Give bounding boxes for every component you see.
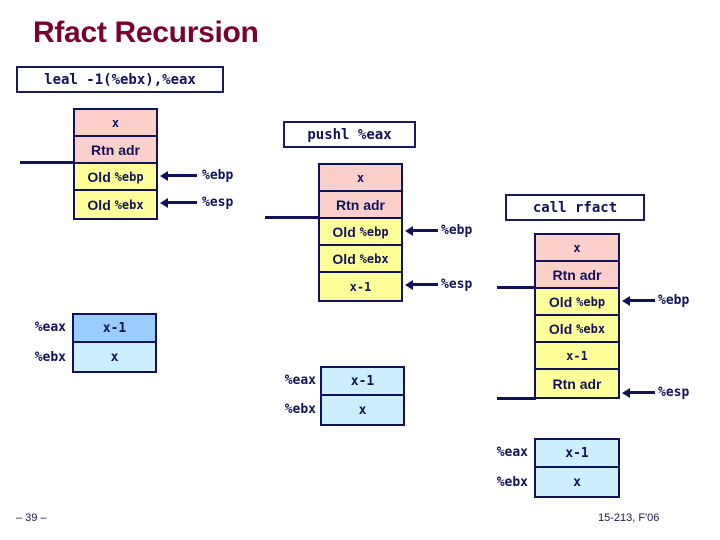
stack-2: x Rtn adr Old %ebp Old %ebx x-1 [318,163,403,302]
registers-1-label-ebx: %ebx [34,350,66,365]
stack-3: x Rtn adr Old %ebp Old %ebx x-1 Rtn adr [534,233,620,399]
registers-3-label-eax: %eax [496,445,528,460]
stack-2-ebp-arrowline [412,229,438,232]
registers-1-value-eax: x-1 [74,315,155,343]
stack-3-ebp-arrowhead [622,296,630,306]
stack-2-cell-2-label: Old [332,223,360,240]
stack-2-cell-2: Old %ebp [320,219,401,246]
registers-3-value-ebx: x [536,468,618,496]
stack-3-cell-3-reg: %ebx [576,321,606,336]
footer-course-id: 15-213, F'06 [598,512,660,524]
stack-2-esp-arrowhead [405,280,413,290]
stack-1-cell-1: Rtn adr [75,137,156,164]
stack-3-base-line-bottom [497,397,536,400]
stack-3-cell-5: Rtn adr [536,370,618,397]
stack-3-cell-3-label: Old [548,320,577,337]
stack-2-cell-2-reg: %ebp [359,224,389,239]
stack-2-cell-3-reg: %ebx [359,251,389,266]
registers-1-value-ebx: x [74,343,155,371]
registers-3: x-1 x [534,438,620,498]
code-text-call: call rfact [532,199,618,216]
stack-3-ebp-arrowline [629,299,655,302]
stack-1-base-line [20,161,75,164]
stack-3-cell-2-label: Old [548,293,577,310]
stack-2-esp-arrowline [412,283,438,286]
stack-3-cell-1: Rtn adr [536,262,618,289]
stack-2-base-line [265,216,320,219]
stack-3-ebp-label: %ebp [658,293,690,308]
stack-1-cell-3: Old %ebx [75,191,156,218]
stack-3-cell-0: x [536,235,618,262]
stack-1-cell-2-label: Old [87,168,115,185]
registers-2-label-eax: %eax [284,373,316,388]
stack-3-cell-4: x-1 [536,343,618,370]
stack-1-esp-arrowhead [160,198,168,208]
code-text-leal: leal -1(%ebx),%eax [44,71,196,88]
registers-3-label-ebx: %ebx [496,475,528,490]
stack-3-base-line-top [497,286,536,289]
stack-2-cell-1: Rtn adr [320,192,401,219]
stack-1-esp-arrowline [167,201,197,204]
stack-3-cell-2-reg: %ebp [576,294,606,309]
stack-3-cell-3: Old %ebx [536,316,618,343]
stack-2-ebp-arrowhead [405,226,413,236]
footer-slide-number: – 39 – [16,512,47,524]
stack-1-cell-3-reg: %ebx [114,197,144,212]
registers-3-value-eax: x-1 [536,440,618,468]
registers-2-value-ebx: x [322,396,403,424]
stack-1-ebp-label: %ebp [202,168,234,183]
registers-2-value-eax: x-1 [322,368,403,396]
stack-1-cell-2-reg: %ebp [114,169,144,184]
registers-2-label-ebx: %ebx [284,402,316,417]
code-box-pushl: pushl %eax [283,121,416,148]
code-box-leal: leal -1(%ebx),%eax [16,66,224,93]
page-title: Rfact Recursion [33,16,259,49]
registers-2: x-1 x [320,366,405,426]
stack-3-esp-arrowhead [622,388,630,398]
stack-1-cell-3-label: Old [87,196,115,213]
stack-1-ebp-arrowhead [160,171,168,181]
code-text-pushl: pushl %eax [307,126,392,143]
stack-2-cell-3-label: Old [332,250,360,267]
stack-1-ebp-arrowline [167,174,197,177]
registers-1-label-eax: %eax [34,320,66,335]
stack-2-esp-label: %esp [441,277,473,292]
stack-2-cell-0: x [320,165,401,192]
stack-1-cell-2: Old %ebp [75,164,156,191]
stack-3-esp-arrowline [629,391,655,394]
stack-1-cell-0: x [75,110,156,137]
stack-2-cell-4: x-1 [320,273,401,300]
stack-2-cell-3: Old %ebx [320,246,401,273]
stack-2-ebp-label: %ebp [441,223,473,238]
code-box-call: call rfact [505,194,645,221]
stack-1: x Rtn adr Old %ebp Old %ebx [73,108,158,220]
stack-3-cell-2: Old %ebp [536,289,618,316]
stack-3-esp-label: %esp [658,385,690,400]
registers-1: x-1 x [72,313,157,373]
stack-1-esp-label: %esp [202,195,234,210]
